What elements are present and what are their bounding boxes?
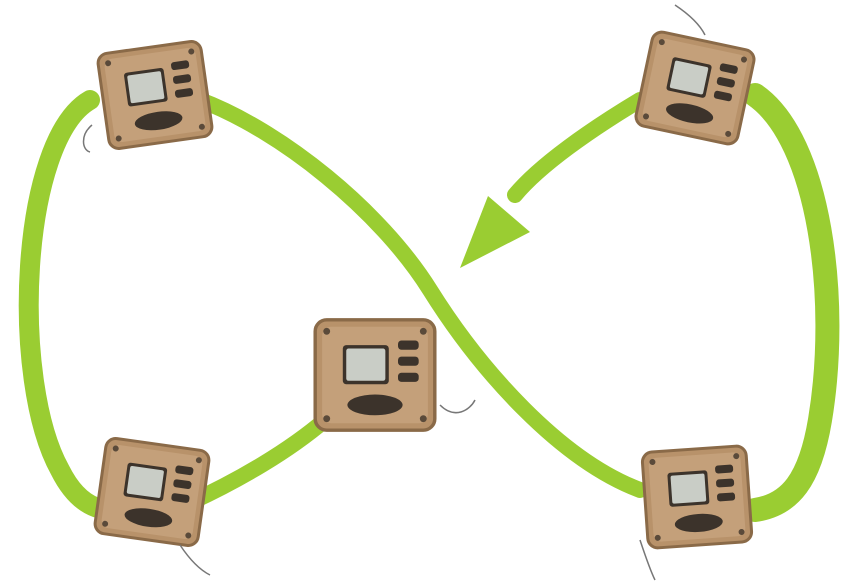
device-top-right <box>632 28 758 148</box>
device-bottom-right <box>640 443 754 551</box>
device-top-left <box>95 38 215 152</box>
arrow-head <box>460 196 530 268</box>
device-bottom-left <box>92 435 212 549</box>
lanyards <box>82 4 706 581</box>
device-center <box>313 318 437 432</box>
